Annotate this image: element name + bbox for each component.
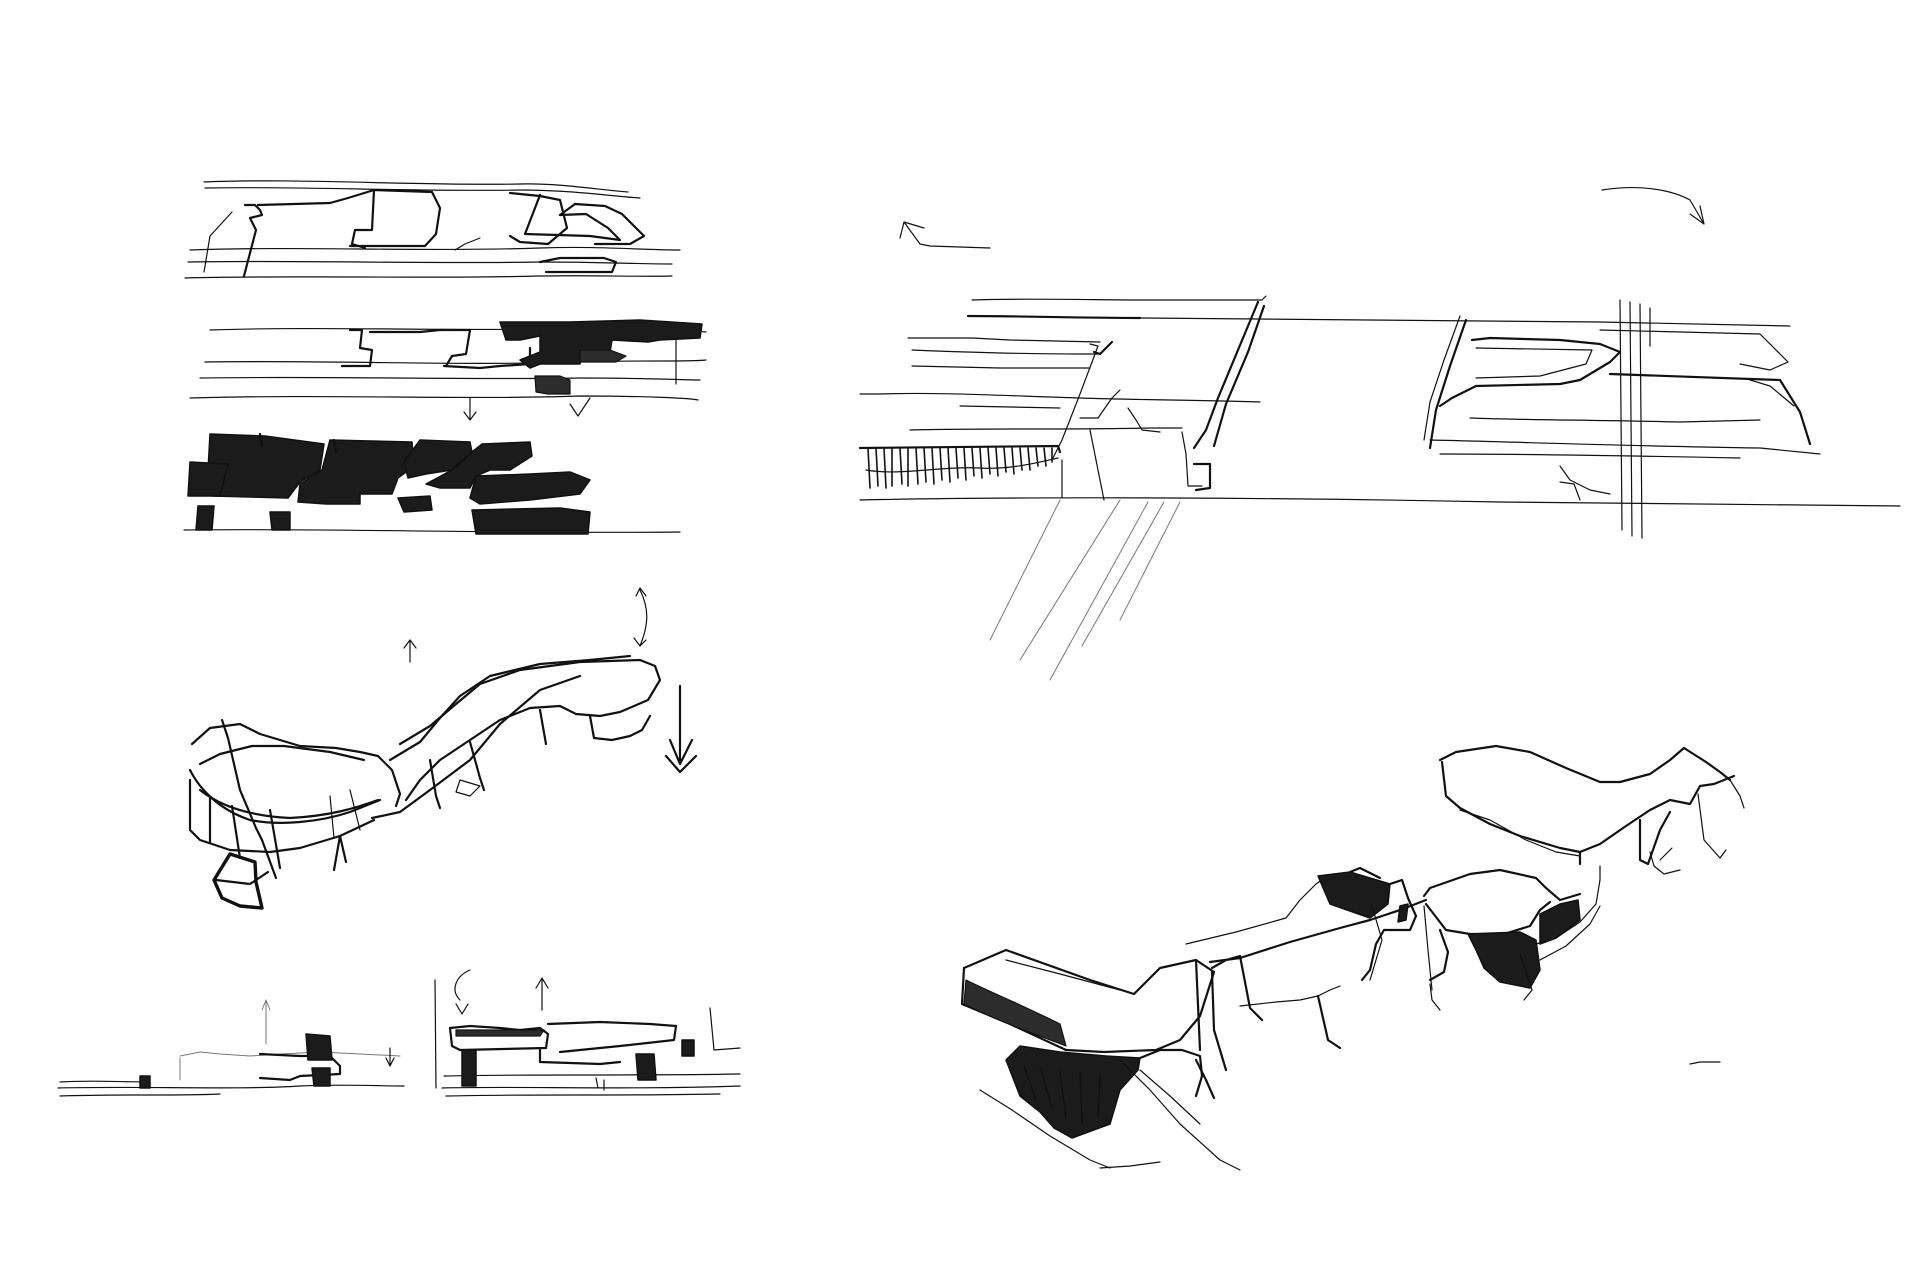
arrow-up-icon <box>403 639 417 663</box>
arrow-up-icon <box>535 977 549 1011</box>
arrow-down-icon <box>385 1047 395 1067</box>
section-right <box>434 969 741 1097</box>
arrow-rotate-icon <box>633 587 648 647</box>
arrow-up-icon <box>261 999 271 1045</box>
plan-strip-2 <box>189 319 707 421</box>
section-left <box>57 999 405 1097</box>
axonometric-large <box>960 744 1745 1171</box>
arrow-up-left-icon <box>899 221 991 249</box>
massing-axonometric-left <box>188 587 698 910</box>
arrow-curve-down-right-icon <box>1601 187 1705 225</box>
railing-hatch <box>858 444 1062 489</box>
arrow-down-icon <box>664 684 698 774</box>
plan-strip-1 <box>184 180 681 279</box>
elevation-large <box>858 187 1901 681</box>
arrow-curve-down-icon <box>454 969 471 1015</box>
plan-strip-3 <box>183 432 681 535</box>
